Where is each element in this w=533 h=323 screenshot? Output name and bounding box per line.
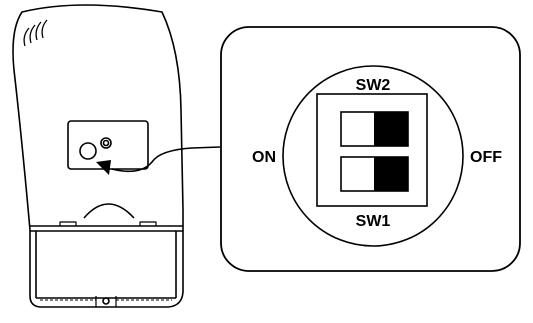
grip-lines-icon bbox=[23, 19, 48, 47]
callout-arrow bbox=[96, 146, 221, 175]
screw-inner bbox=[102, 139, 110, 147]
on-label: ON bbox=[252, 149, 276, 166]
bottom-notch bbox=[95, 296, 117, 307]
sw1-knob bbox=[374, 157, 408, 191]
lens-dome bbox=[83, 203, 135, 219]
bottom-screw bbox=[102, 297, 110, 305]
callout-line bbox=[111, 146, 221, 173]
device-body bbox=[12, 4, 184, 308]
arrow-head-icon bbox=[96, 160, 111, 175]
screw-outer bbox=[100, 137, 112, 149]
sw2-label: SW2 bbox=[356, 77, 391, 94]
bracket-tabs bbox=[59, 221, 157, 226]
zoom-panel: SW2 SW1 ON OFF bbox=[220, 26, 521, 272]
off-label: OFF bbox=[470, 149, 502, 166]
zoom-circle bbox=[282, 65, 464, 247]
sw1-switch bbox=[340, 156, 409, 192]
switch-access-hole bbox=[79, 142, 97, 160]
device-outline bbox=[12, 4, 184, 308]
sw2-knob bbox=[374, 112, 408, 146]
sw2-switch bbox=[340, 111, 409, 147]
sw1-label: SW1 bbox=[356, 213, 391, 230]
